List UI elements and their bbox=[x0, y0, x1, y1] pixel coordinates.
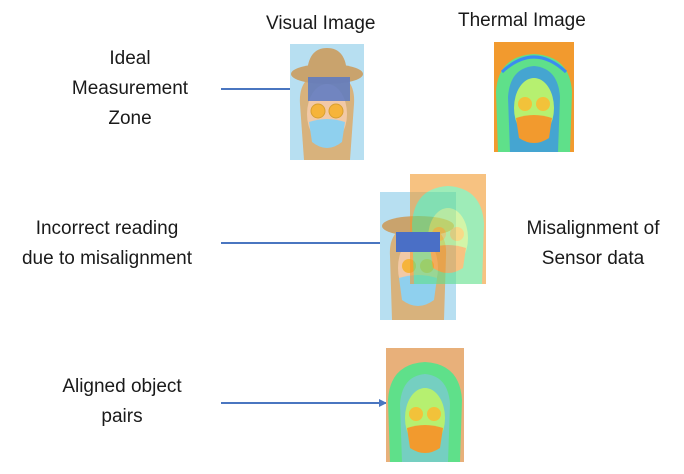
measurement-zone-box bbox=[308, 77, 350, 101]
visual-image-header: Visual Image bbox=[266, 13, 376, 34]
aligned-pairs-label: Aligned object pairs bbox=[62, 376, 182, 427]
thermal-image-misaligned bbox=[410, 174, 486, 284]
incorrect-reading-label: Incorrect reading due to misalignment bbox=[21, 218, 193, 269]
misalignment-note: Misalignment of Sensor data bbox=[526, 218, 660, 269]
aligned-image bbox=[386, 348, 464, 462]
thermal-image-header: Thermal Image bbox=[458, 10, 586, 31]
incorrect-zone-box bbox=[396, 232, 440, 252]
ideal-zone-label: Ideal Measurement Zone bbox=[71, 48, 189, 129]
thermal-image bbox=[494, 42, 574, 152]
visual-image bbox=[290, 44, 364, 160]
